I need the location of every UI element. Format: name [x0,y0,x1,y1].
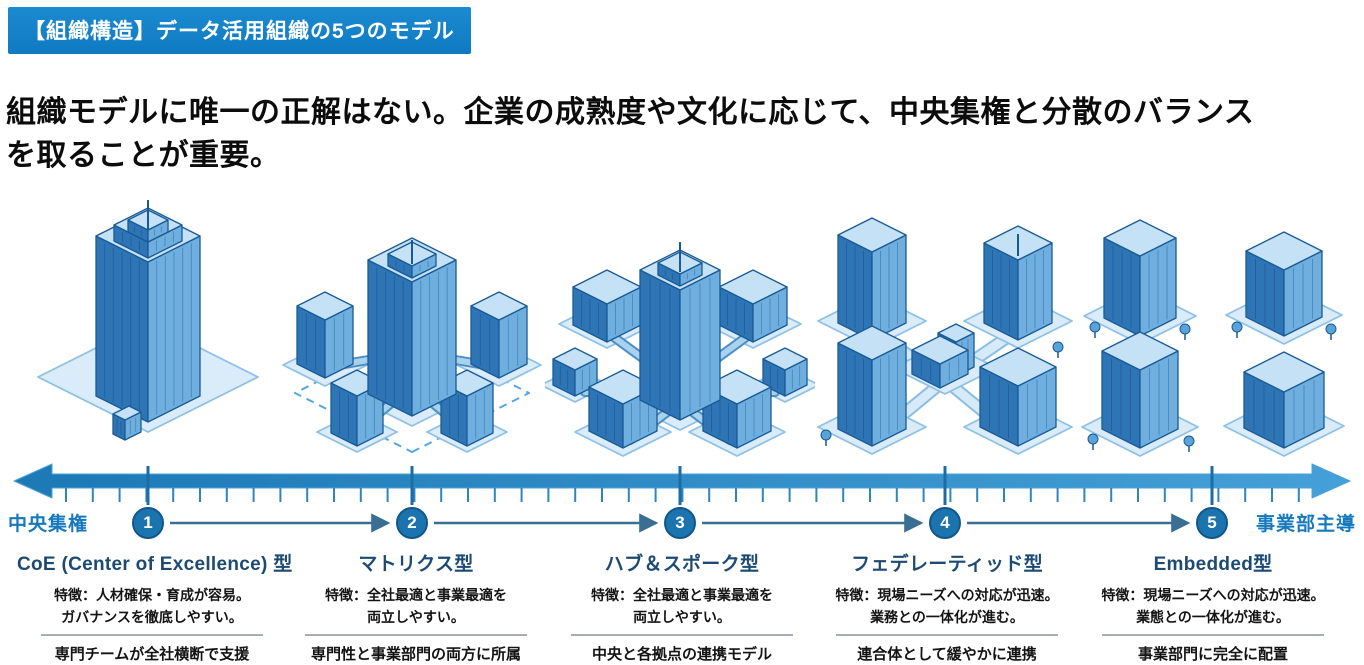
model-title: フェデレーティッド型 [851,554,1043,575]
model-feature: 特徴：現場ニーズへの対応が迅速。 業務との一体化が進む。 [835,587,1059,625]
column-divider [571,634,793,637]
page-title: 組織モデルに唯一の正解はない。企業の成熟度や文化に応じて、中央集権と分散のバラン… [6,96,1255,172]
centralization-axis-arrow [13,463,1351,505]
step-badge-3: 3 [664,507,696,539]
model-summary: 事業部門に完全に配置 [1137,646,1288,664]
model-2-illustration-matrix [277,188,547,460]
column-divider [305,634,527,637]
model-summary: 専門チームが全社横断で支援 [54,646,250,664]
model-column-hub-spoke: ハブ＆スポーク型 特徴：全社最適と事業最適を 両立しやすい。 中央と各拠点の連携… [547,549,817,664]
model-5-illustration-embedded [1077,188,1347,460]
model-column-embedded: Embedded型 特徴：現場ニーズへの対応が迅速。 業態との一体化が進む。 事… [1078,549,1348,664]
model-summary: 専門性と事業部門の両方に所属 [310,646,521,664]
column-divider [41,634,263,637]
model-title: Embedded型 [1153,554,1273,575]
column-divider [1102,634,1324,637]
column-divider [836,634,1058,637]
axis-label-business-led: 事業部主導 [1255,514,1356,535]
model-title: CoE (Center of Excellence) 型 [17,554,293,575]
model-feature: 特徴：全社最適と事業最適を 両立しやすい。 [591,587,773,625]
model-3-illustration-hub-spoke [540,188,820,460]
model-feature: 特徴：現場ニーズへの対応が迅速。 業態との一体化が進む。 [1101,587,1325,625]
axis-label-centralized: 中央集権 [8,514,89,535]
model-feature: 特徴：全社最適と事業最適を 両立しやすい。 [325,587,507,625]
model-1-illustration-coe-tower [13,188,283,460]
model-4-illustration-federated [810,188,1080,460]
step-badge-2: 2 [396,507,428,539]
model-column-coe: CoE (Center of Excellence) 型 特徴：人材確保・育成が… [17,549,293,664]
model-summary: 中央と各拠点の連携モデル [591,646,772,664]
model-column-matrix: マトリクス型 特徴：全社最適と事業最適を 両立しやすい。 専門性と事業部門の両方… [281,549,551,664]
model-feature: 特徴：人材確保・育成が容易。 ガバナンスを徹底しやすい。 [54,587,250,625]
model-column-federated: フェデレーティッド型 特徴：現場ニーズへの対応が迅速。 業務との一体化が進む。 … [812,549,1082,664]
step-connector-arrows [170,513,1191,533]
header-badge: 【組織構造】データ活用組織の5つのモデル [8,7,471,54]
step-badge-1: 1 [132,507,164,539]
model-title: ハブ＆スポーク型 [604,554,760,575]
model-summary: 連合体として緩やかに連携 [857,646,1037,664]
model-title: マトリクス型 [358,554,474,575]
step-badge-5: 5 [1196,507,1228,539]
step-badge-4: 4 [929,507,961,539]
